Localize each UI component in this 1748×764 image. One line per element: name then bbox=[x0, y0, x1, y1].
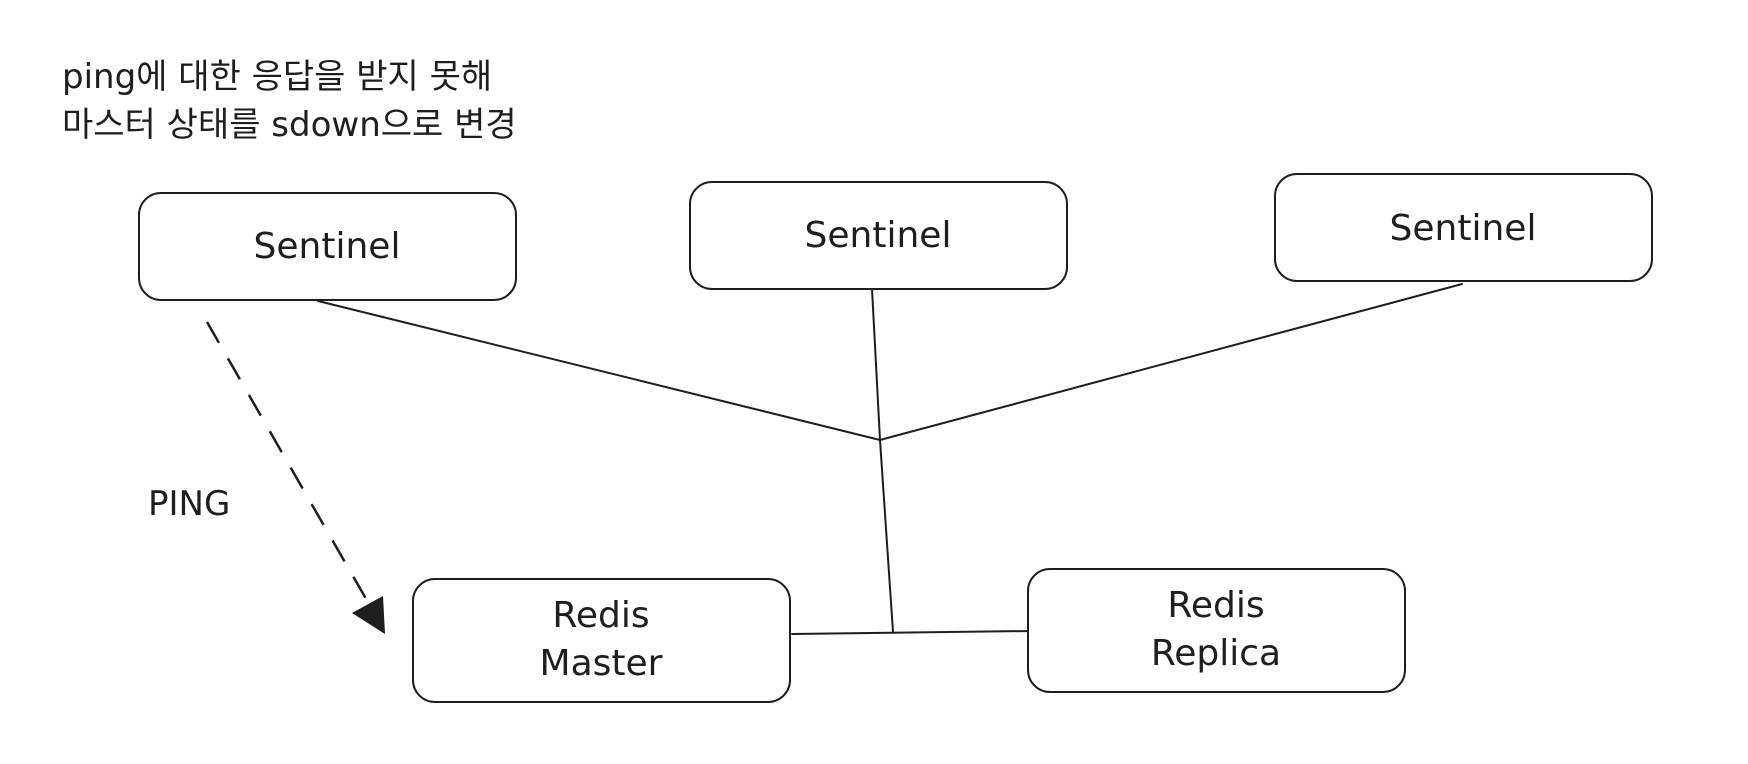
ping-arrowhead-icon bbox=[352, 596, 385, 634]
redis-replica-box[interactable] bbox=[1027, 568, 1406, 693]
sentinel-3-connector bbox=[879, 283, 1463, 441]
ping-arrow-line bbox=[205, 321, 371, 605]
sentinel-2-connector bbox=[871, 288, 881, 441]
ping-label: PING bbox=[148, 484, 230, 524]
redis-master-node[interactable]: Redis Master bbox=[412, 578, 791, 703]
note-line-1: ping에 대한 응답을 받지 못해 bbox=[62, 57, 492, 97]
redis-master-label-line-2: Master bbox=[540, 643, 663, 684]
master-replica-connector bbox=[791, 630, 1032, 635]
sentinel-1-box[interactable] bbox=[138, 192, 517, 301]
redis-replica-label-line-2: Replica bbox=[1151, 633, 1281, 674]
sentinel-node-2[interactable]: Sentinel bbox=[689, 181, 1068, 290]
sentinel-2-box[interactable] bbox=[689, 181, 1068, 290]
redis-replica-node[interactable]: Redis Replica bbox=[1027, 568, 1406, 693]
sentinel-3-label: Sentinel bbox=[1390, 208, 1537, 249]
trunk-connector bbox=[879, 439, 894, 633]
sentinel-3-box[interactable] bbox=[1274, 173, 1653, 282]
ping-edge: PING bbox=[148, 321, 385, 634]
sentinel-1-connector bbox=[317, 300, 881, 441]
redis-master-box[interactable] bbox=[412, 578, 791, 703]
annotation-note: ping에 대한 응답을 받지 못해 마스터 상태를 sdown으로 변경 bbox=[62, 57, 517, 145]
redis-replica-label-line-1: Redis bbox=[1167, 585, 1264, 626]
sentinel-node-3[interactable]: Sentinel bbox=[1274, 173, 1653, 282]
sentinel-1-label: Sentinel bbox=[254, 226, 401, 267]
connections bbox=[317, 283, 1463, 635]
redis-master-label-line-1: Redis bbox=[552, 595, 649, 636]
note-line-2: 마스터 상태를 sdown으로 변경 bbox=[62, 105, 517, 145]
sentinel-2-label: Sentinel bbox=[805, 215, 952, 256]
sentinel-node-1[interactable]: Sentinel bbox=[138, 192, 517, 301]
